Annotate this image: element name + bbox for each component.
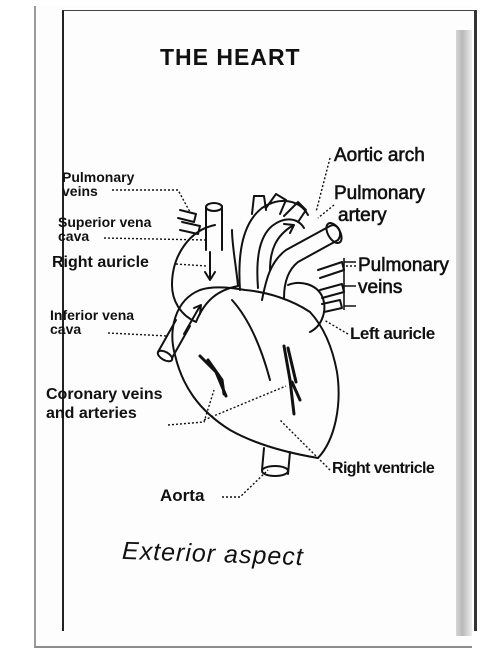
label-right-ventricle: Right ventricle <box>332 460 434 478</box>
label-right-auricle: Right auricle <box>52 254 149 272</box>
arrow-ivc <box>184 305 201 334</box>
label-aortic-arch: Aortic arch <box>334 146 425 166</box>
label-coronary-2: and arteries <box>46 405 137 423</box>
coronary-vessel-right <box>284 346 300 414</box>
label-pulmonary-veins-left-1: Pulmonary <box>62 170 134 184</box>
coronary-vessel-left <box>200 356 226 396</box>
left-auricle-outline <box>288 283 324 332</box>
label-inferior-vena-cava-2: cava <box>50 322 81 336</box>
label-aorta: Aorta <box>160 486 204 506</box>
arrow-svc <box>205 252 215 280</box>
label-inferior-vena-cava-1: Inferior vena <box>50 308 134 322</box>
label-coronary-1: Coronary veins <box>46 386 162 404</box>
label-superior-vena-cava-1: Superior vena <box>58 215 151 229</box>
label-pulmonary-artery-1: Pulmonary <box>334 184 425 204</box>
label-pulmonary-artery-2: artery <box>338 206 387 226</box>
superior-vena-cava-outline <box>206 206 222 250</box>
label-superior-vena-cava-2: cava <box>58 229 89 243</box>
label-pulmonary-veins-left-2: veins <box>62 184 98 198</box>
label-pulmonary-veins-right-1: Pulmonary <box>358 256 449 276</box>
heart-body-outline <box>172 287 338 458</box>
label-pulmonary-veins-right-2: veins <box>358 278 402 298</box>
label-left-auricle: Left auricle <box>350 324 435 344</box>
